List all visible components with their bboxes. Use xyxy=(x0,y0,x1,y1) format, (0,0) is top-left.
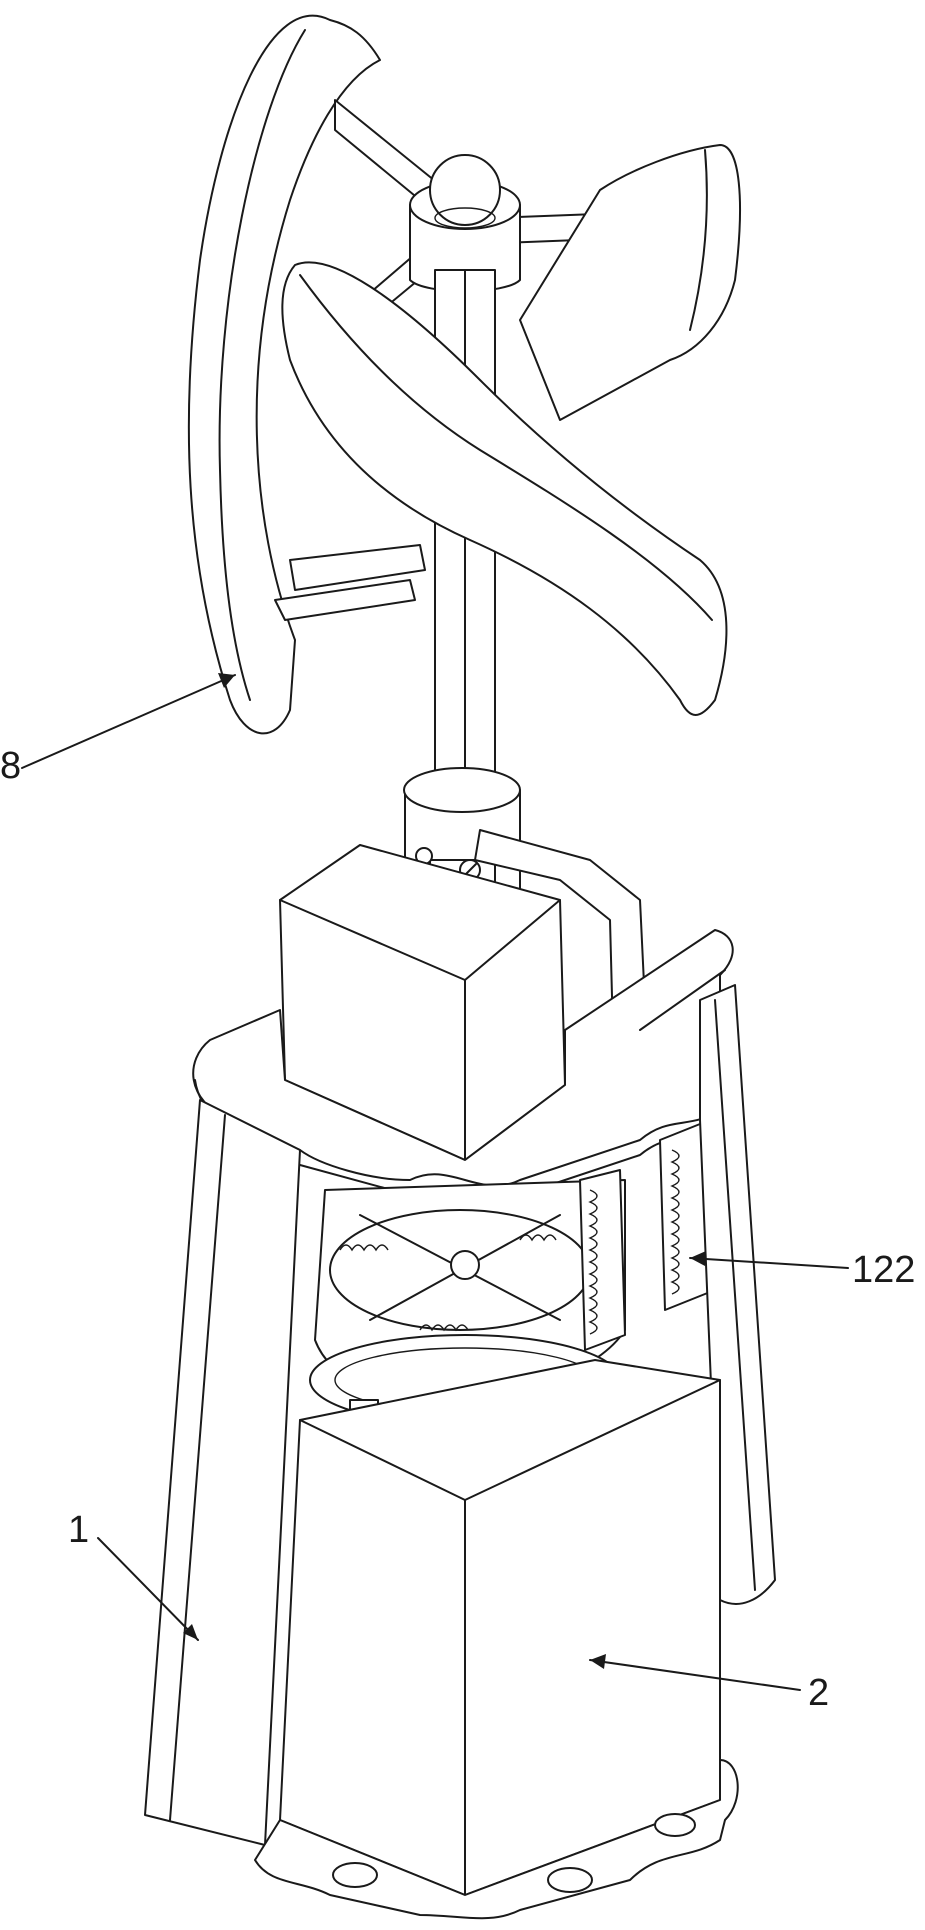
rear-blade xyxy=(187,14,381,735)
label-8: 8 xyxy=(0,745,21,787)
label-122: 122 xyxy=(852,1249,915,1291)
front-blade xyxy=(281,261,728,716)
callout-blade: 8 xyxy=(0,673,236,787)
spring-assembly xyxy=(579,1119,716,1351)
label-2: 2 xyxy=(808,1672,829,1714)
lower-housing xyxy=(279,1359,721,1896)
base-plate xyxy=(254,1759,739,1920)
callout-housing: 2 xyxy=(589,1654,829,1714)
callout-spring: 122 xyxy=(689,1249,915,1291)
label-1: 1 xyxy=(68,1509,89,1551)
callout-frame: 1 xyxy=(68,1509,199,1641)
right-blade xyxy=(519,144,741,421)
